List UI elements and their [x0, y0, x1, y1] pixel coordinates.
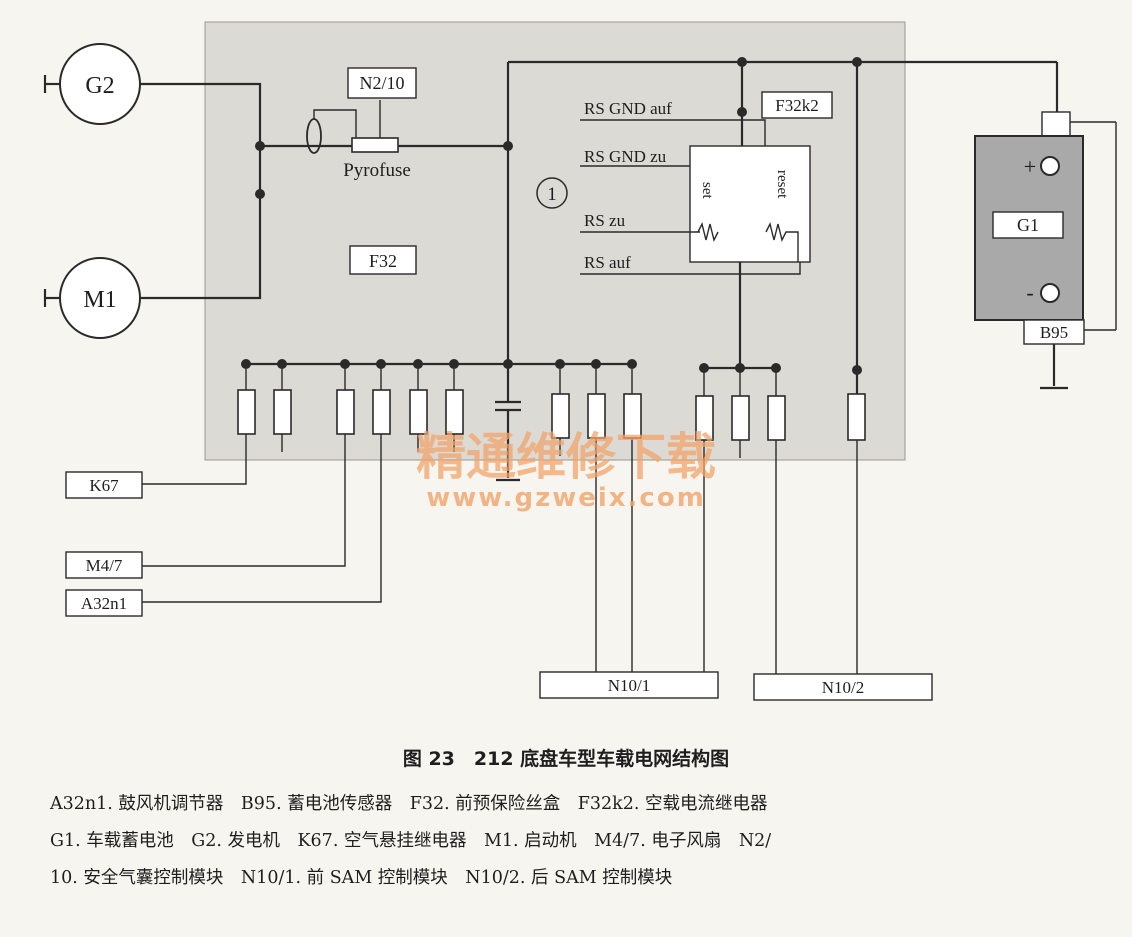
starter-m1: M1	[43, 257, 141, 339]
svg-text:1: 1	[547, 184, 557, 205]
relay-coil-box	[689, 145, 811, 263]
m1-label: M1	[83, 287, 116, 313]
n10-1-label: N10/1	[608, 676, 651, 695]
n10-2-label: N10/2	[822, 678, 865, 697]
fuse-row	[237, 364, 866, 441]
f32-label: F32	[369, 251, 397, 271]
g1-label: G1	[1017, 215, 1039, 235]
rs-auf-label: RS auf	[584, 253, 631, 272]
b95-label: B95	[1040, 323, 1068, 342]
f32k2-label: F32k2	[775, 96, 818, 115]
generator-g2: G2	[43, 43, 141, 125]
n10-2-box	[753, 673, 933, 701]
reset-label: reset	[774, 170, 790, 199]
m4-7-box	[65, 551, 143, 579]
a32n1-box	[65, 589, 143, 617]
n10-1-box	[539, 671, 719, 699]
battery-minus: -	[1026, 280, 1033, 305]
figure-legend: A32n1. 鼓风机调节器 B95. 蓄电池传感器 F32. 前预保险丝盒 F3…	[50, 786, 1110, 897]
wiring-diagram: G2 M1 Pyrofuse N2/10 F32 + G1 - B95	[43, 21, 1117, 701]
rs-gnd-zu-label: RS GND zu	[584, 147, 667, 166]
m4-7-label: M4/7	[86, 556, 123, 575]
circle-marker-1	[536, 177, 568, 209]
set-label: set	[699, 182, 715, 199]
pyrofuse-element	[351, 137, 399, 153]
k67-box	[65, 471, 143, 499]
watermark-url: www.gzweix.com	[426, 483, 706, 513]
legend-line: A32n1. 鼓风机调节器 B95. 蓄电池传感器 F32. 前预保险丝盒 F3…	[50, 794, 768, 814]
legend-line: 10. 安全气囊控制模块 N10/1. 前 SAM 控制模块 N10/2. 后 …	[50, 868, 673, 888]
rs-zu-label: RS zu	[584, 211, 626, 230]
figure-caption-title: 图 23 212 底盘车型车载电网结构图	[402, 748, 730, 770]
b95-box	[1023, 319, 1085, 345]
watermark-cn: 精通维修下载	[416, 428, 716, 486]
g2-label: G2	[85, 73, 114, 99]
rs-gnd-auf-label: RS GND auf	[584, 99, 672, 118]
f32-label-box	[349, 245, 417, 275]
battery-plus: +	[1024, 154, 1036, 179]
k67-label: K67	[89, 476, 119, 495]
legend-line: G1. 车载蓄电池 G2. 发电机 K67. 空气悬挂继电器 M1. 启动机 M…	[50, 831, 772, 851]
n2-10-box	[347, 67, 417, 99]
f32k2-box	[761, 91, 833, 119]
n2-10-label: N2/10	[360, 73, 405, 93]
a32n1-label: A32n1	[81, 594, 127, 613]
pyrofuse-label: Pyrofuse	[343, 160, 411, 181]
